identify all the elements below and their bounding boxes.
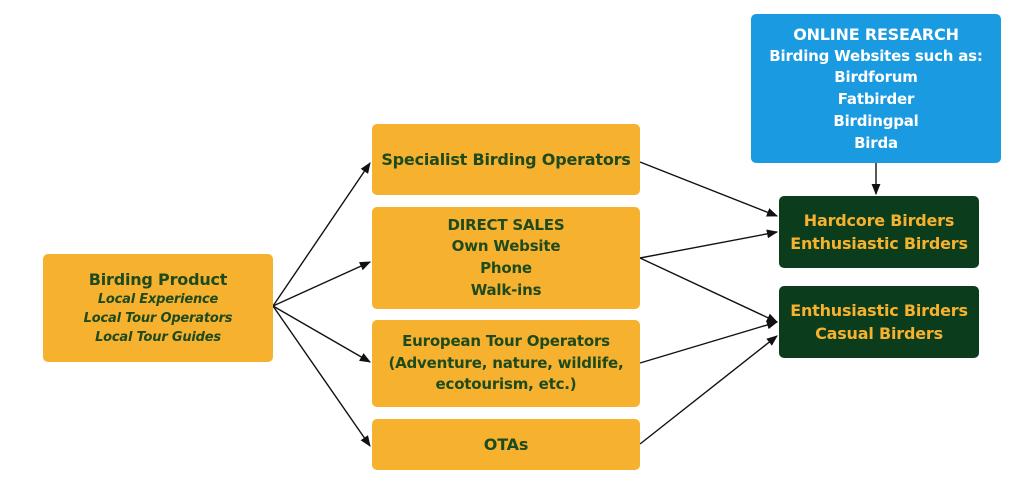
node-direct-sales: DIRECT SALES Own Website Phone Walk-ins (372, 207, 640, 309)
node-segment-item: Enthusiastic Birders (790, 300, 968, 320)
node-segment-casual: Enthusiastic Birders Casual Birders (779, 286, 979, 358)
arrow-direct-to-segment1 (639, 229, 779, 259)
node-segment-item: Enthusiastic Birders (790, 234, 968, 253)
node-direct-sales-item: Walk-ins (470, 280, 542, 299)
node-european-operators-item: ecotourism, etc.) (435, 375, 577, 394)
node-specialist-operators-title: Specialist Birding Operators (381, 149, 631, 169)
arrow-product-to-otas (272, 305, 371, 447)
node-otas-title: OTAs (483, 434, 529, 454)
arrow-direct-to-segment2 (639, 257, 779, 323)
node-online-research-item: Fatbirder (837, 90, 915, 109)
node-birding-product-title: Birding Product (88, 270, 228, 290)
node-direct-sales-item: Own Website (451, 237, 561, 256)
node-segment-hardcore: Hardcore Birders Enthusiastic Birders (779, 196, 979, 268)
arrow-product-to-direct (272, 261, 372, 307)
arrow-european-to-segment2 (639, 320, 779, 364)
node-direct-sales-item: Phone (480, 259, 532, 277)
arrow-specialist-to-segment1 (639, 161, 779, 217)
node-online-research-subtitle: Birding Websites such as: (769, 46, 983, 65)
node-online-research-item: Birdforum (834, 68, 918, 87)
node-birding-product-item: Local Experience (97, 292, 219, 308)
node-online-research-title: ONLINE RESEARCH (793, 24, 959, 44)
arrow-product-to-specialist (272, 162, 371, 307)
node-european-operators-title: European Tour Operators (402, 331, 610, 350)
node-european-operators: European Tour Operators (Adventure, natu… (372, 320, 640, 407)
node-direct-sales-title: DIRECT SALES (447, 215, 565, 234)
arrow-product-to-european (272, 305, 371, 363)
node-european-operators-item: (Adventure, nature, wildlife, (388, 353, 624, 372)
node-segment-item: Casual Birders (815, 324, 943, 343)
node-birding-product-item: Local Tour Guides (95, 330, 221, 346)
node-specialist-operators: Specialist Birding Operators (372, 124, 640, 195)
node-online-research-item: Birda (854, 133, 898, 152)
node-segment-item: Hardcore Birders (803, 210, 955, 230)
node-online-research-item: Birdingpal (833, 111, 919, 130)
node-online-research: ONLINE RESEARCH Birding Websites such as… (751, 14, 1001, 163)
node-birding-product: Birding Product Local Experience Local T… (43, 254, 273, 362)
arrow-otas-to-segment2 (639, 335, 778, 445)
node-birding-product-item: Local Tour Operators (83, 311, 233, 327)
node-otas: OTAs (372, 419, 640, 470)
